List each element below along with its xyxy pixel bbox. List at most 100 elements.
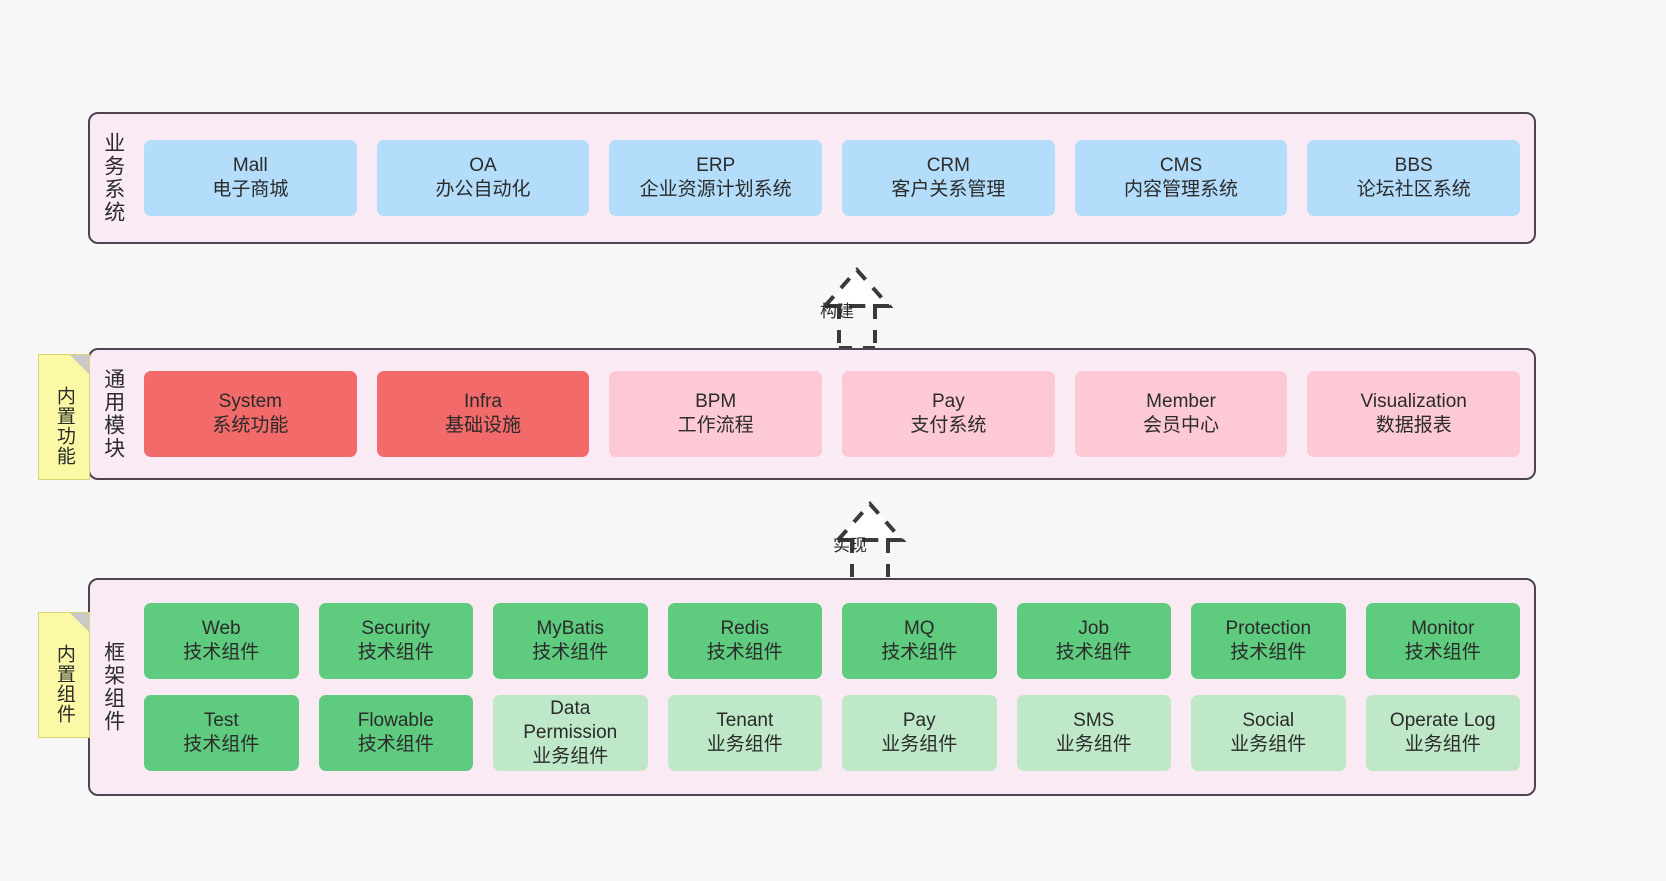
connector-implement: 实现 [770,492,940,592]
card-subtitle: 办公自动化 [435,179,531,200]
card-subtitle: 支付系统 [910,415,987,436]
card-title: BBS [1394,154,1433,176]
layer-body-framework-components: Web 技术组件 Security 技术组件 MyBatis 技术组件 Redi… [136,580,1534,794]
card-flowable[interactable]: Flowable 技术组件 [318,695,473,771]
card-test[interactable]: Test 技术组件 [144,695,299,771]
card-subtitle: 技术组件 [706,642,783,663]
card-title: CRM [926,154,970,176]
card-bpm[interactable]: BPM 工作流程 [609,371,823,457]
card-erp[interactable]: ERP 企业资源计划系统 [609,140,823,216]
card-row: Mall 电子商城 OA 办公自动化 ERP 企业资源计划系统 CRM 客户关系… [144,140,1521,216]
card-web[interactable]: Web 技术组件 [144,603,299,679]
card-bbs[interactable]: BBS 论坛社区系统 [1307,140,1521,216]
layer-body-business-systems: Mall 电子商城 OA 办公自动化 ERP 企业资源计划系统 CRM 客户关系… [136,114,1534,242]
card-subtitle: 技术组件 [357,734,434,755]
card-row-technical: Web 技术组件 Security 技术组件 MyBatis 技术组件 Redi… [144,603,1520,679]
card-cms[interactable]: CMS 内容管理系统 [1074,140,1288,216]
card-subtitle: 技术组件 [1055,642,1132,663]
card-title: SMS [1073,709,1115,731]
card-title: Operate Log [1389,709,1496,731]
card-visualization[interactable]: Visualization 数据报表 [1307,371,1521,457]
card-title: Pay [902,709,936,731]
card-subtitle: 业务组件 [881,734,958,755]
card-title: Redis [720,617,770,639]
card-subtitle: 基础设施 [445,415,522,436]
card-security[interactable]: Security 技术组件 [318,603,473,679]
card-title: Pay [931,390,965,412]
card-protection[interactable]: Protection 技术组件 [1191,603,1346,679]
card-member[interactable]: Member 会员中心 [1074,371,1288,457]
card-data-permission[interactable]: Data Permission 业务组件 [493,695,648,771]
layer-title-framework-components: 框架组件 [101,641,125,733]
card-title: Tenant [716,709,774,731]
card-title-2: Permission [523,721,618,743]
note-label: 内置组件 [53,644,75,724]
card-title: Flowable [357,709,434,731]
card-subtitle: 业务组件 [532,746,609,768]
card-pay-business[interactable]: Pay 业务组件 [842,695,997,771]
note-builtin-components: 内置组件 [38,612,90,738]
card-crm[interactable]: CRM 客户关系管理 [842,140,1055,216]
card-sms[interactable]: SMS 业务组件 [1016,695,1171,771]
card-tenant[interactable]: Tenant 业务组件 [667,695,822,771]
card-subtitle: 技术组件 [183,642,260,663]
layer-business-systems: 业务系统 Mall 电子商城 OA 办公自动化 ERP 企业资源计划系统 CRM… [88,112,1536,244]
card-mq[interactable]: MQ 技术组件 [842,603,997,679]
card-title: Job [1078,617,1110,639]
connector-label-implement: 实现 [833,536,867,555]
card-system[interactable]: System 系统功能 [144,371,357,457]
card-title: Social [1242,709,1295,731]
card-social[interactable]: Social 业务组件 [1191,695,1346,771]
card-subtitle: 业务组件 [706,734,783,755]
card-row: System 系统功能 Infra 基础设施 BPM 工作流程 Pay 支付系统… [144,371,1521,457]
card-title: Monitor [1411,617,1475,639]
layer-title-common-modules: 通用模块 [101,368,125,460]
card-mybatis[interactable]: MyBatis 技术组件 [493,603,648,679]
note-builtin-features: 内置功能 [38,354,90,480]
connector-build: 构建 [757,258,927,358]
note-label: 内置功能 [53,386,75,466]
card-monitor[interactable]: Monitor 技术组件 [1365,603,1520,679]
card-title: Protection [1225,617,1312,639]
layer-title-business-systems: 业务系统 [101,132,125,224]
card-title: Data [550,697,591,719]
card-pay[interactable]: Pay 支付系统 [842,371,1055,457]
card-infra[interactable]: Infra 基础设施 [376,371,590,457]
card-subtitle: 论坛社区系统 [1356,179,1471,200]
card-subtitle: 企业资源计划系统 [639,179,792,200]
layer-common-modules: 通用模块 System 系统功能 Infra 基础设施 BPM 工作流程 Pay… [88,348,1536,480]
card-job[interactable]: Job 技术组件 [1016,603,1171,679]
layer-framework-components: 框架组件 Web 技术组件 Security 技术组件 MyBatis 技术组件… [88,578,1536,796]
card-title: Visualization [1360,390,1467,412]
card-subtitle: 会员中心 [1143,415,1220,436]
card-title: CMS [1159,154,1203,176]
card-mall[interactable]: Mall 电子商城 [144,140,357,216]
card-subtitle: 内容管理系统 [1124,179,1239,200]
card-title: Test [203,709,239,731]
card-title: Mall [232,154,268,176]
card-subtitle: 业务组件 [1055,734,1132,755]
card-title: ERP [696,154,736,176]
card-title: OA [469,154,497,176]
card-title: System [218,390,283,412]
card-operate-log[interactable]: Operate Log 业务组件 [1365,695,1520,771]
connector-label-build: 构建 [820,302,854,321]
card-subtitle: 客户关系管理 [891,179,1006,200]
card-subtitle: 技术组件 [1404,642,1481,663]
card-title: Security [361,617,431,639]
layer-body-common-modules: System 系统功能 Infra 基础设施 BPM 工作流程 Pay 支付系统… [136,350,1534,478]
card-subtitle: 系统功能 [212,415,289,436]
card-redis[interactable]: Redis 技术组件 [667,603,822,679]
card-title: Web [201,617,241,639]
card-title: BPM [695,390,737,412]
card-oa[interactable]: OA 办公自动化 [376,140,590,216]
card-subtitle: 工作流程 [677,415,754,436]
card-subtitle: 数据报表 [1375,415,1452,436]
card-title: Infra [463,390,503,412]
card-title: MQ [903,617,935,639]
card-subtitle: 电子商城 [212,179,289,200]
card-title: MyBatis [536,617,605,639]
card-subtitle: 业务组件 [1404,734,1481,755]
card-subtitle: 技术组件 [1230,642,1307,663]
card-row-business: Test 技术组件 Flowable 技术组件 Data Permission … [144,695,1520,771]
